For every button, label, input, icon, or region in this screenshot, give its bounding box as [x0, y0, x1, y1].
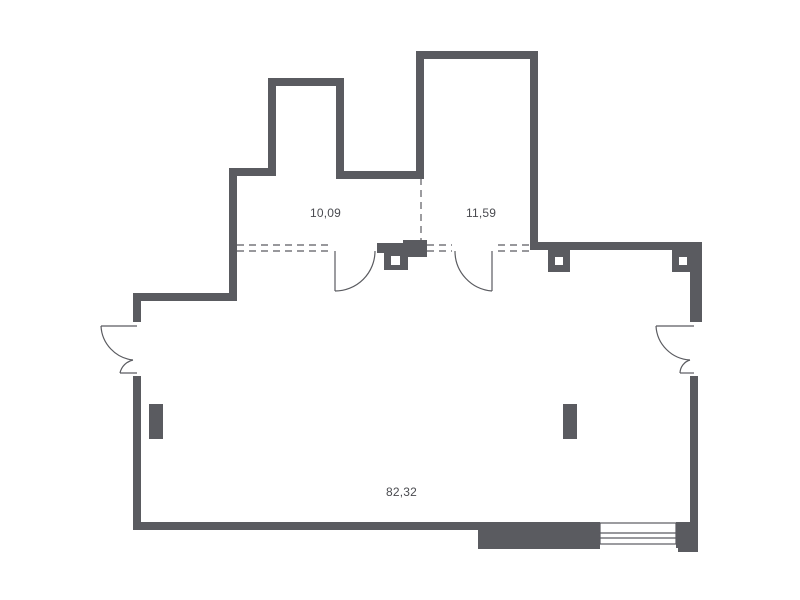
wall-lower-left — [133, 376, 480, 530]
column-right-2 — [672, 250, 694, 272]
door-left-entrance — [100, 325, 137, 374]
area-label-room-b: 11,59 — [466, 206, 497, 220]
area-label-main-hall: 82,32 — [386, 485, 418, 499]
exterior-walls — [133, 51, 702, 552]
wall-upper-left — [133, 51, 702, 322]
column-left — [149, 404, 163, 439]
interior-partitions — [237, 178, 530, 252]
central-column — [377, 240, 427, 270]
area-label-room-a: 10,09 — [310, 206, 342, 220]
column-right-1 — [548, 250, 570, 272]
column-right — [563, 404, 577, 439]
door-right-entrance — [655, 325, 694, 374]
wall-bottom-block — [478, 522, 600, 549]
window — [599, 522, 677, 545]
door-room-a — [334, 250, 376, 292]
wall-right-bottom-corner — [676, 522, 698, 548]
door-room-b — [454, 250, 493, 292]
